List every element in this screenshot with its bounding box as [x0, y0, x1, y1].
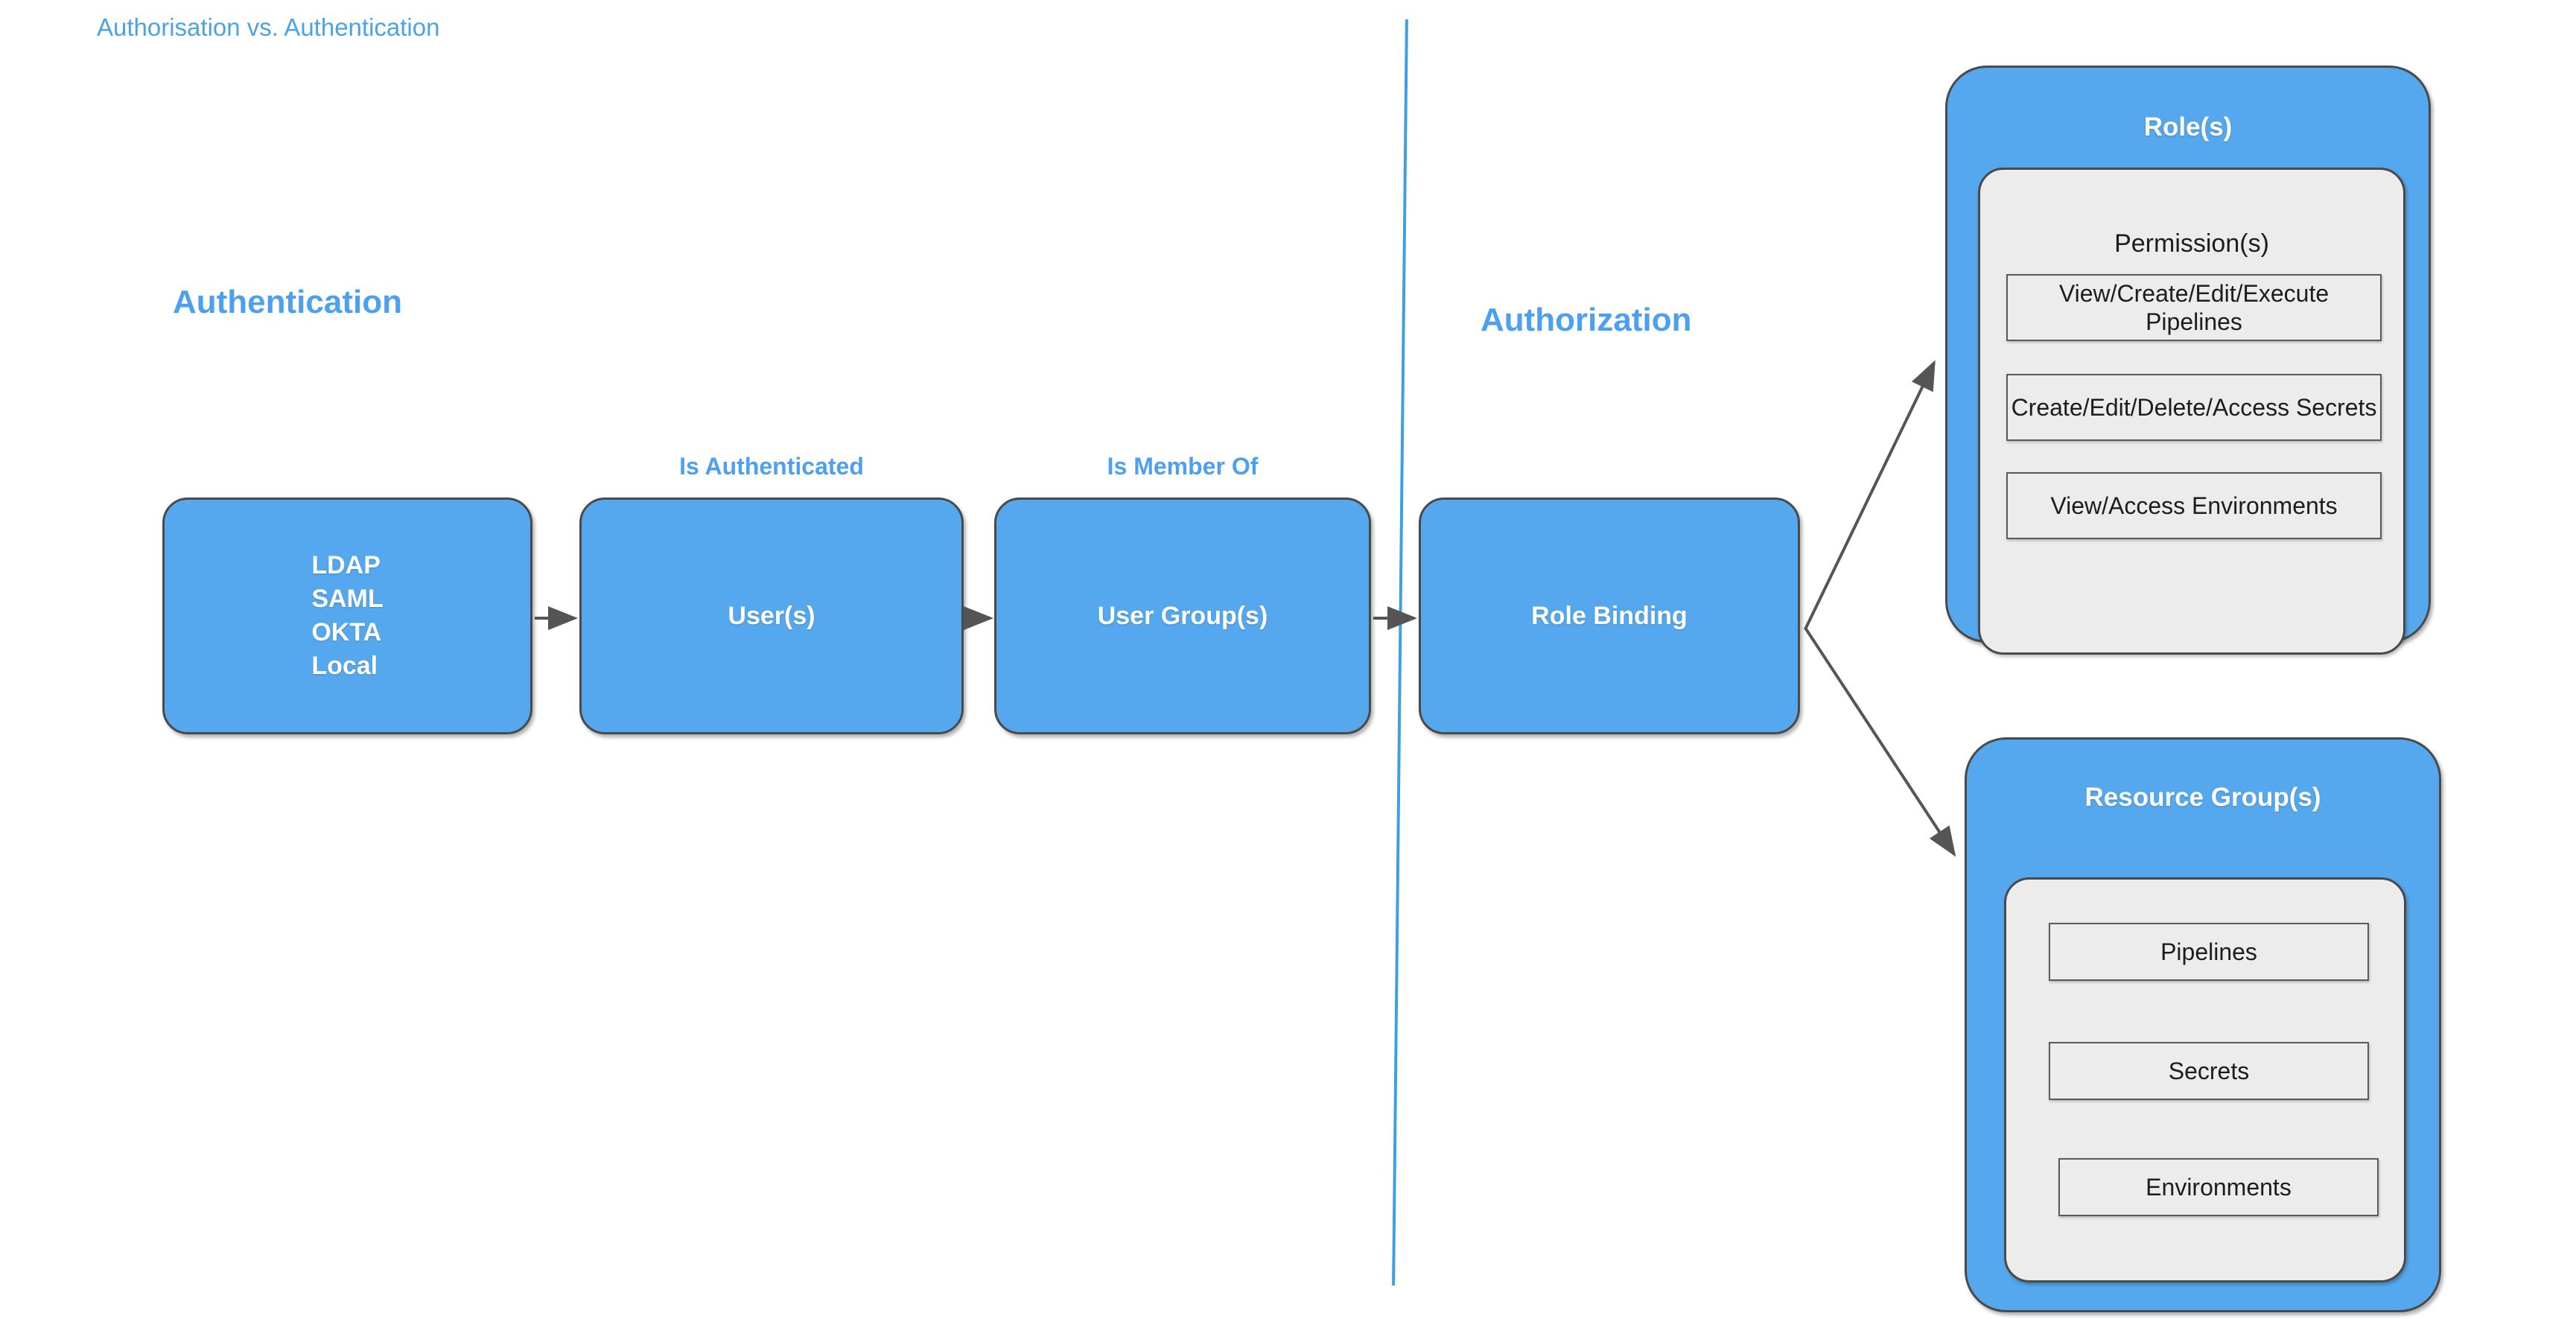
permission-item[interactable]: View/Create/Edit/Execute Pipelines	[2006, 274, 2382, 341]
resource-item[interactable]: Environments	[2058, 1158, 2379, 1216]
permission-item[interactable]: Create/Edit/Delete/Access Secrets	[2006, 374, 2382, 441]
edge-label-is-authenticated: Is Authenticated	[679, 453, 864, 480]
section-heading-authentication: Authentication	[173, 284, 402, 320]
role-binding-label: Role Binding	[1531, 601, 1688, 630]
connector-role-binding-to-resource-groups	[1804, 626, 1956, 857]
edge-label-is-member-of: Is Member Of	[1107, 453, 1259, 480]
flow-box-users[interactable]: User(s)	[579, 498, 964, 734]
roles-panel[interactable]: Role(s) Permission(s) View/Create/Edit/E…	[1945, 66, 2431, 655]
permissions-title: Permission(s)	[2114, 229, 2269, 258]
permission-item[interactable]: View/Access Environments	[2006, 472, 2382, 539]
identity-provider-okta: OKTA	[311, 618, 382, 646]
section-divider	[1392, 19, 1408, 1285]
resource-groups-panel[interactable]: Resource Group(s) Pipelines Secrets Envi…	[1965, 737, 2441, 1312]
users-label: User(s)	[728, 601, 815, 630]
permissions-inner-panel: Permission(s) View/Create/Edit/Execute P…	[1978, 168, 2405, 655]
identity-providers-label: LDAP SAML OKTA Local	[311, 549, 383, 683]
connector-role-binding-to-roles	[1804, 360, 1936, 630]
identity-provider-ldap: LDAP	[311, 551, 381, 580]
roles-panel-title: Role(s)	[2143, 112, 2233, 142]
resource-item[interactable]: Secrets	[2049, 1042, 2369, 1100]
identity-provider-saml: SAML	[311, 585, 384, 614]
resource-groups-panel-title: Resource Group(s)	[2084, 783, 2321, 812]
resources-inner-panel: Pipelines Secrets Environments	[2004, 877, 2406, 1283]
section-heading-authorization: Authorization	[1481, 302, 1692, 338]
page-title: Authorisation vs. Authentication	[97, 13, 440, 41]
flow-box-role-binding[interactable]: Role Binding	[1419, 498, 1800, 734]
user-groups-label: User Group(s)	[1097, 601, 1268, 630]
flow-box-identity-providers[interactable]: LDAP SAML OKTA Local	[162, 498, 532, 734]
flow-box-user-groups[interactable]: User Group(s)	[994, 498, 1371, 734]
identity-provider-local: Local	[311, 651, 378, 680]
resource-item[interactable]: Pipelines	[2049, 923, 2369, 981]
